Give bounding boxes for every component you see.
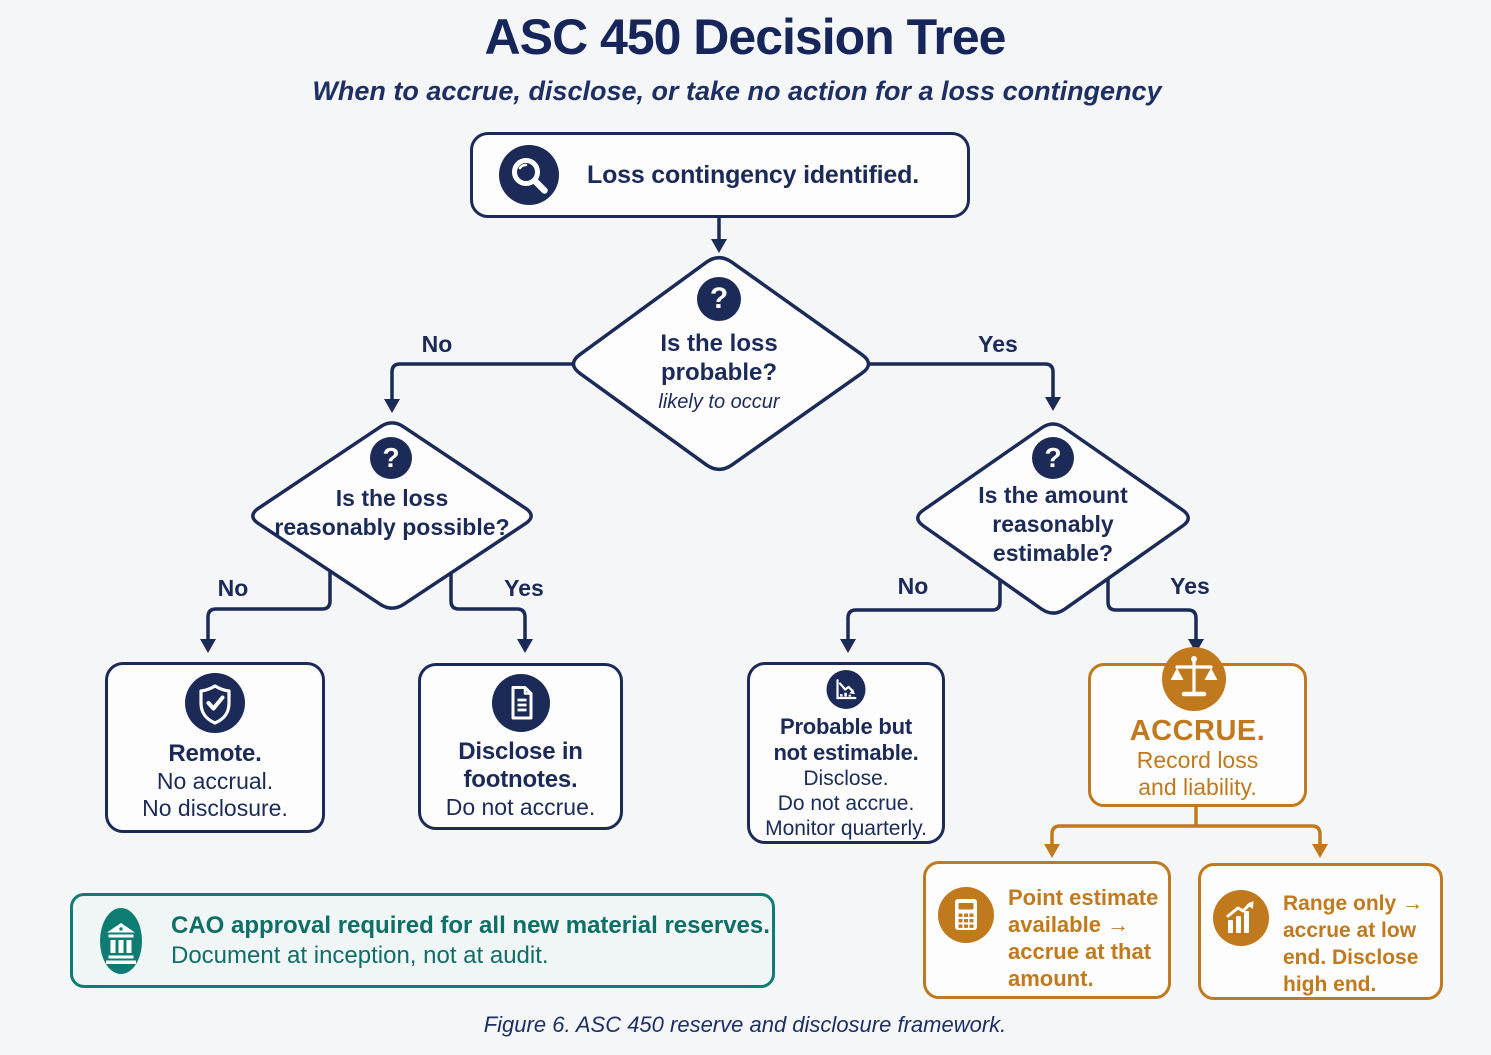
arrowhead bbox=[1045, 397, 1061, 411]
edge-possible-no-line bbox=[206, 556, 332, 640]
outcome-accrue: ACCRUE. Record loss and liability. bbox=[1088, 663, 1307, 807]
outcome-pne-line: Do not accrue. bbox=[777, 792, 915, 815]
magnifier-icon bbox=[499, 145, 559, 205]
cao-note-bold-line: CAO approval required for all new materi… bbox=[171, 911, 770, 939]
outcome-remote-line: No disclosure. bbox=[142, 795, 288, 821]
outcome-probable-not-estimable: Probable but not estimable. Disclose. Do… bbox=[747, 662, 945, 844]
outcome-remote-title: Remote. bbox=[168, 740, 262, 767]
outcome-pne-line: Monitor quarterly. bbox=[765, 817, 927, 840]
outcome-remote-line: No accrual. bbox=[156, 768, 274, 794]
calculator-icon bbox=[938, 887, 994, 943]
edge-label-probable-no: No bbox=[421, 331, 453, 357]
bar-chart-icon bbox=[1213, 890, 1269, 946]
edge-probable-no-line bbox=[390, 362, 575, 399]
decision-diamond-probable bbox=[571, 255, 871, 472]
decision-possible-text: Is the loss reasonably possible? bbox=[274, 485, 510, 540]
decision-diamond-possible bbox=[251, 421, 533, 610]
edge-probable-yes-line bbox=[868, 362, 1055, 397]
start-node-label: Loss contingency identified. bbox=[587, 160, 919, 189]
arrowhead bbox=[840, 639, 856, 653]
decision-diamond-estimable bbox=[916, 422, 1190, 615]
arrowhead bbox=[1312, 844, 1328, 858]
outcome-pne-line: Disclose. bbox=[803, 767, 889, 790]
cao-approval-note: CAO approval required for all new materi… bbox=[70, 893, 775, 988]
arrowhead bbox=[1044, 844, 1060, 858]
outcome-disclose-title: Disclose in bbox=[458, 738, 583, 765]
figure-caption: Figure 6. ASC 450 reserve and disclosure… bbox=[483, 1012, 1007, 1037]
shield-check-icon bbox=[185, 673, 245, 733]
arrowhead bbox=[384, 399, 400, 413]
outcome-pne-title: not estimable. bbox=[773, 740, 919, 765]
edge-label-possible-no: No bbox=[217, 575, 249, 601]
edge-label-estimable-no: No bbox=[897, 573, 929, 599]
scales-icon bbox=[1162, 647, 1226, 711]
outcome-accrue-line: Record loss bbox=[1136, 747, 1259, 773]
edge-estimable-no-line bbox=[846, 556, 1002, 640]
decision-estimable-text: Is the amount reasonably estimable? bbox=[978, 482, 1128, 566]
cao-note-regular-line: Document at inception, not at audit. bbox=[171, 941, 549, 969]
question-icon: ? bbox=[1032, 437, 1074, 479]
outcome-pne-title: Probable but bbox=[779, 714, 913, 739]
edge-accrue-split bbox=[1050, 824, 1322, 845]
edge-label-probable-yes: Yes bbox=[978, 331, 1018, 357]
outcome-disclose-line: Do not accrue. bbox=[445, 794, 596, 820]
edge-label-possible-yes: Yes bbox=[504, 575, 544, 601]
arrowhead bbox=[711, 239, 727, 253]
outcome-disclose-title: footnotes. bbox=[463, 766, 578, 793]
decision-probable-text: Is the loss probable? likely to occur bbox=[658, 330, 780, 413]
page-subtitle: When to accrue, disclose, or take no act… bbox=[312, 76, 1162, 106]
leaf-range-only-text: Range only → accrue at low end. Disclose… bbox=[1283, 892, 1424, 996]
bank-icon bbox=[100, 907, 142, 974]
outcome-disclose-footnotes: Disclose in footnotes. Do not accrue. bbox=[418, 663, 623, 830]
leaf-point-estimate: Point estimate available → accrue at tha… bbox=[923, 861, 1171, 999]
page-title: ASC 450 Decision Tree bbox=[484, 9, 1007, 65]
edge-possible-yes-line bbox=[449, 556, 527, 640]
arrowhead bbox=[517, 639, 533, 653]
outcome-accrue-title: ACCRUE. bbox=[1129, 715, 1266, 747]
chart-down-icon bbox=[826, 670, 866, 709]
question-icon: ? bbox=[370, 437, 412, 479]
outcome-remote: Remote. No accrual. No disclosure. bbox=[105, 662, 325, 833]
arrowhead bbox=[200, 639, 216, 653]
question-icon: ? bbox=[697, 277, 741, 321]
arrowhead bbox=[1188, 639, 1204, 653]
edge-label-estimable-yes: Yes bbox=[1170, 573, 1210, 599]
leaf-range-only: Range only → accrue at low end. Disclose… bbox=[1198, 863, 1443, 1000]
leaf-point-estimate-text: Point estimate available → accrue at tha… bbox=[1008, 885, 1159, 991]
edge-estimable-yes-line bbox=[1106, 556, 1198, 640]
outcome-accrue-line: and liability. bbox=[1138, 774, 1257, 800]
start-node: Loss contingency identified. bbox=[470, 132, 970, 218]
document-icon bbox=[491, 674, 550, 732]
